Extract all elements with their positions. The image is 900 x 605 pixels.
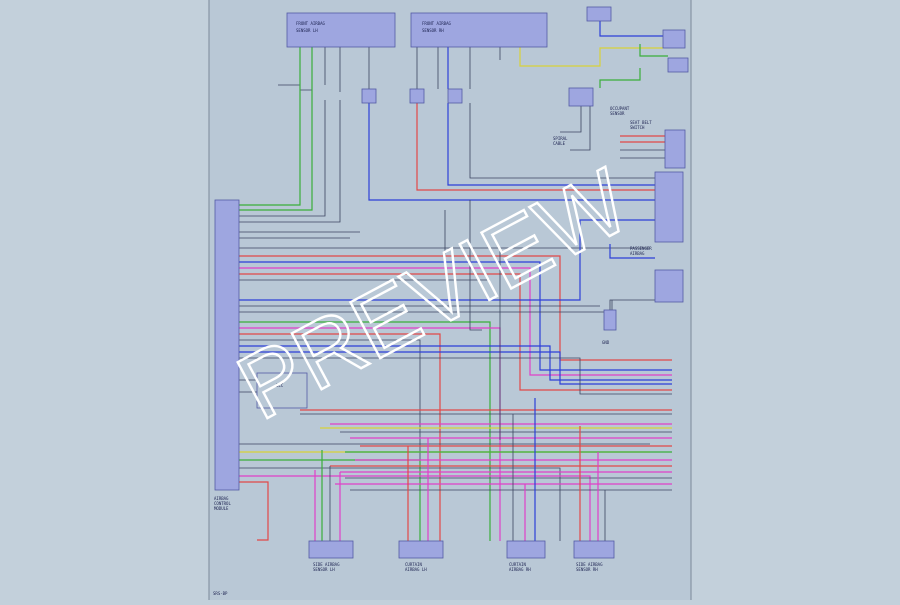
wire — [239, 351, 672, 385]
svg-text:SEAT BELT: SEAT BELT — [630, 120, 652, 125]
wire — [469, 200, 482, 331]
wire — [239, 219, 655, 301]
connector-box: SEAT BELT SWITCH — [630, 120, 686, 169]
dlc-connector: DLC — [256, 372, 308, 409]
svg-text:SENSOR RH: SENSOR RH — [422, 28, 444, 33]
page-number: SRS-BP — [213, 591, 228, 596]
wire — [599, 68, 641, 88]
svg-text:FRONT AIRBAG: FRONT AIRBAG — [296, 21, 325, 26]
svg-text:SPIRAL: SPIRAL — [553, 136, 568, 141]
inline-connector — [409, 88, 425, 104]
svg-text:CURTAIN: CURTAIN — [405, 562, 422, 567]
svg-text:FRONT AIRBAG: FRONT AIRBAG — [422, 21, 451, 26]
wire — [239, 345, 672, 381]
wire — [368, 103, 655, 201]
wire — [239, 255, 672, 361]
inline-connector — [361, 88, 377, 104]
svg-text:AIRBAG: AIRBAG — [630, 251, 645, 256]
svg-text:MODULE: MODULE — [214, 506, 229, 511]
connector-box: FRONT AIRBAG SENSOR LH — [286, 12, 396, 48]
svg-text:AIRBAG: AIRBAG — [214, 496, 229, 501]
wire — [239, 357, 672, 395]
airbag-control-module: AIRBAG CONTROL MODULE — [214, 199, 240, 511]
svg-text:SENSOR: SENSOR — [610, 111, 625, 116]
wire — [239, 261, 672, 371]
svg-text:AIRBAG LH: AIRBAG LH — [405, 567, 427, 572]
ground-label: GND — [602, 340, 610, 345]
wire — [239, 467, 561, 541]
svg-text:CURTAIN: CURTAIN — [509, 562, 526, 567]
connector-box: SIDE AIRBAG SENSOR RH — [573, 540, 615, 572]
inline-connector — [568, 87, 594, 107]
wire — [239, 481, 269, 541]
wire-layer — [239, 21, 672, 541]
connector-box: CURTAIN AIRBAG RH — [506, 540, 546, 572]
inline-connector — [603, 309, 617, 331]
wire — [239, 100, 326, 217]
svg-text:SENSOR LH: SENSOR LH — [296, 28, 318, 33]
wire — [239, 100, 341, 223]
wire — [239, 47, 301, 206]
svg-text:CABLE: CABLE — [553, 141, 566, 146]
connector-box: FRONT AIRBAG SENSOR RH — [410, 12, 548, 48]
svg-text:SIDE AIRBAG: SIDE AIRBAG — [313, 562, 340, 567]
wire — [239, 273, 672, 391]
component-label: SPIRAL CABLE — [553, 136, 568, 146]
connector-box — [586, 6, 612, 22]
wire — [519, 47, 663, 67]
svg-text:SWITCH: SWITCH — [630, 125, 645, 130]
wire — [239, 47, 313, 211]
component-label: OCCUPANT SENSOR — [610, 106, 630, 116]
svg-text:AIRBAG RH: AIRBAG RH — [509, 567, 531, 572]
svg-text:SENSOR LH: SENSOR LH — [313, 567, 335, 572]
inline-connector — [447, 88, 463, 104]
connector-box — [667, 57, 689, 73]
connector-box: CURTAIN AIRBAG LH — [398, 540, 444, 572]
wire — [570, 106, 591, 151]
svg-text:SIDE AIRBAG: SIDE AIRBAG — [576, 562, 603, 567]
component-layer: FRONT AIRBAG SENSOR LH FRONT AIRBAG SENS… — [214, 6, 689, 572]
connector-box: PASSENGER AIRBAG — [630, 171, 684, 256]
svg-text:CONTROL: CONTROL — [214, 501, 231, 506]
connector-box — [662, 29, 686, 49]
svg-text:SENSOR RH: SENSOR RH — [576, 567, 598, 572]
svg-text:DLC: DLC — [276, 383, 284, 388]
wire — [639, 44, 668, 57]
wire — [560, 106, 582, 133]
wire — [609, 244, 655, 259]
connector-box — [654, 269, 684, 303]
svg-text:OCCUPANT: OCCUPANT — [610, 106, 630, 111]
connector-box: SIDE AIRBAG SENSOR LH — [308, 540, 354, 572]
svg-text:PASSENGER: PASSENGER — [630, 246, 652, 251]
wire — [447, 103, 655, 186]
wire — [239, 475, 591, 541]
wire — [416, 103, 655, 191]
wire — [239, 267, 672, 376]
wire — [469, 103, 655, 179]
wire — [599, 21, 663, 37]
wire — [239, 299, 655, 313]
svg-text:GND: GND — [602, 340, 610, 345]
